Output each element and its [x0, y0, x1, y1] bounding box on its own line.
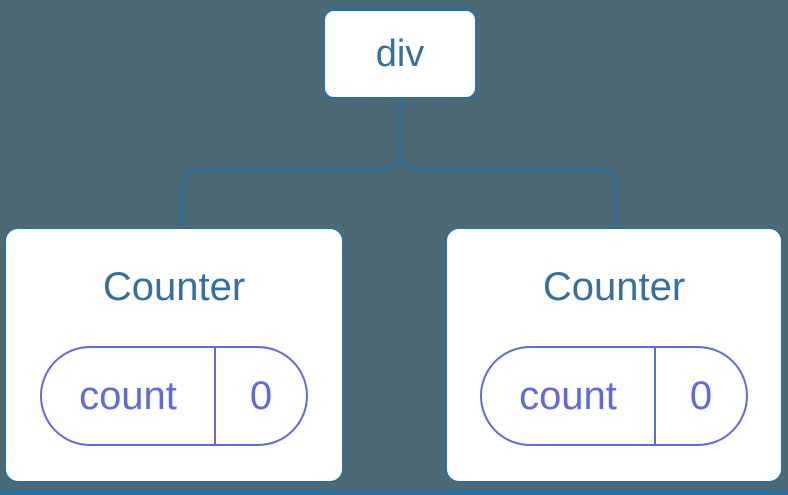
connector-left-branch	[180, 99, 402, 228]
counter-card-left: Counter count 0	[4, 227, 344, 483]
connector-right-branch	[398, 99, 618, 228]
state-value: 0	[689, 373, 713, 418]
counter-title: Counter	[102, 265, 246, 309]
counter-card-right: Counter count 0	[445, 227, 783, 483]
root-node-div: div	[322, 8, 478, 100]
root-node-label: div	[375, 32, 425, 75]
state-value: 0	[249, 373, 273, 418]
state-key: count	[42, 348, 216, 444]
state-key: count	[482, 348, 656, 444]
bottom-edge-bar	[0, 489, 788, 495]
state-pill: count 0	[480, 346, 748, 446]
state-pill: count 0	[40, 346, 308, 446]
counter-title: Counter	[542, 265, 686, 309]
